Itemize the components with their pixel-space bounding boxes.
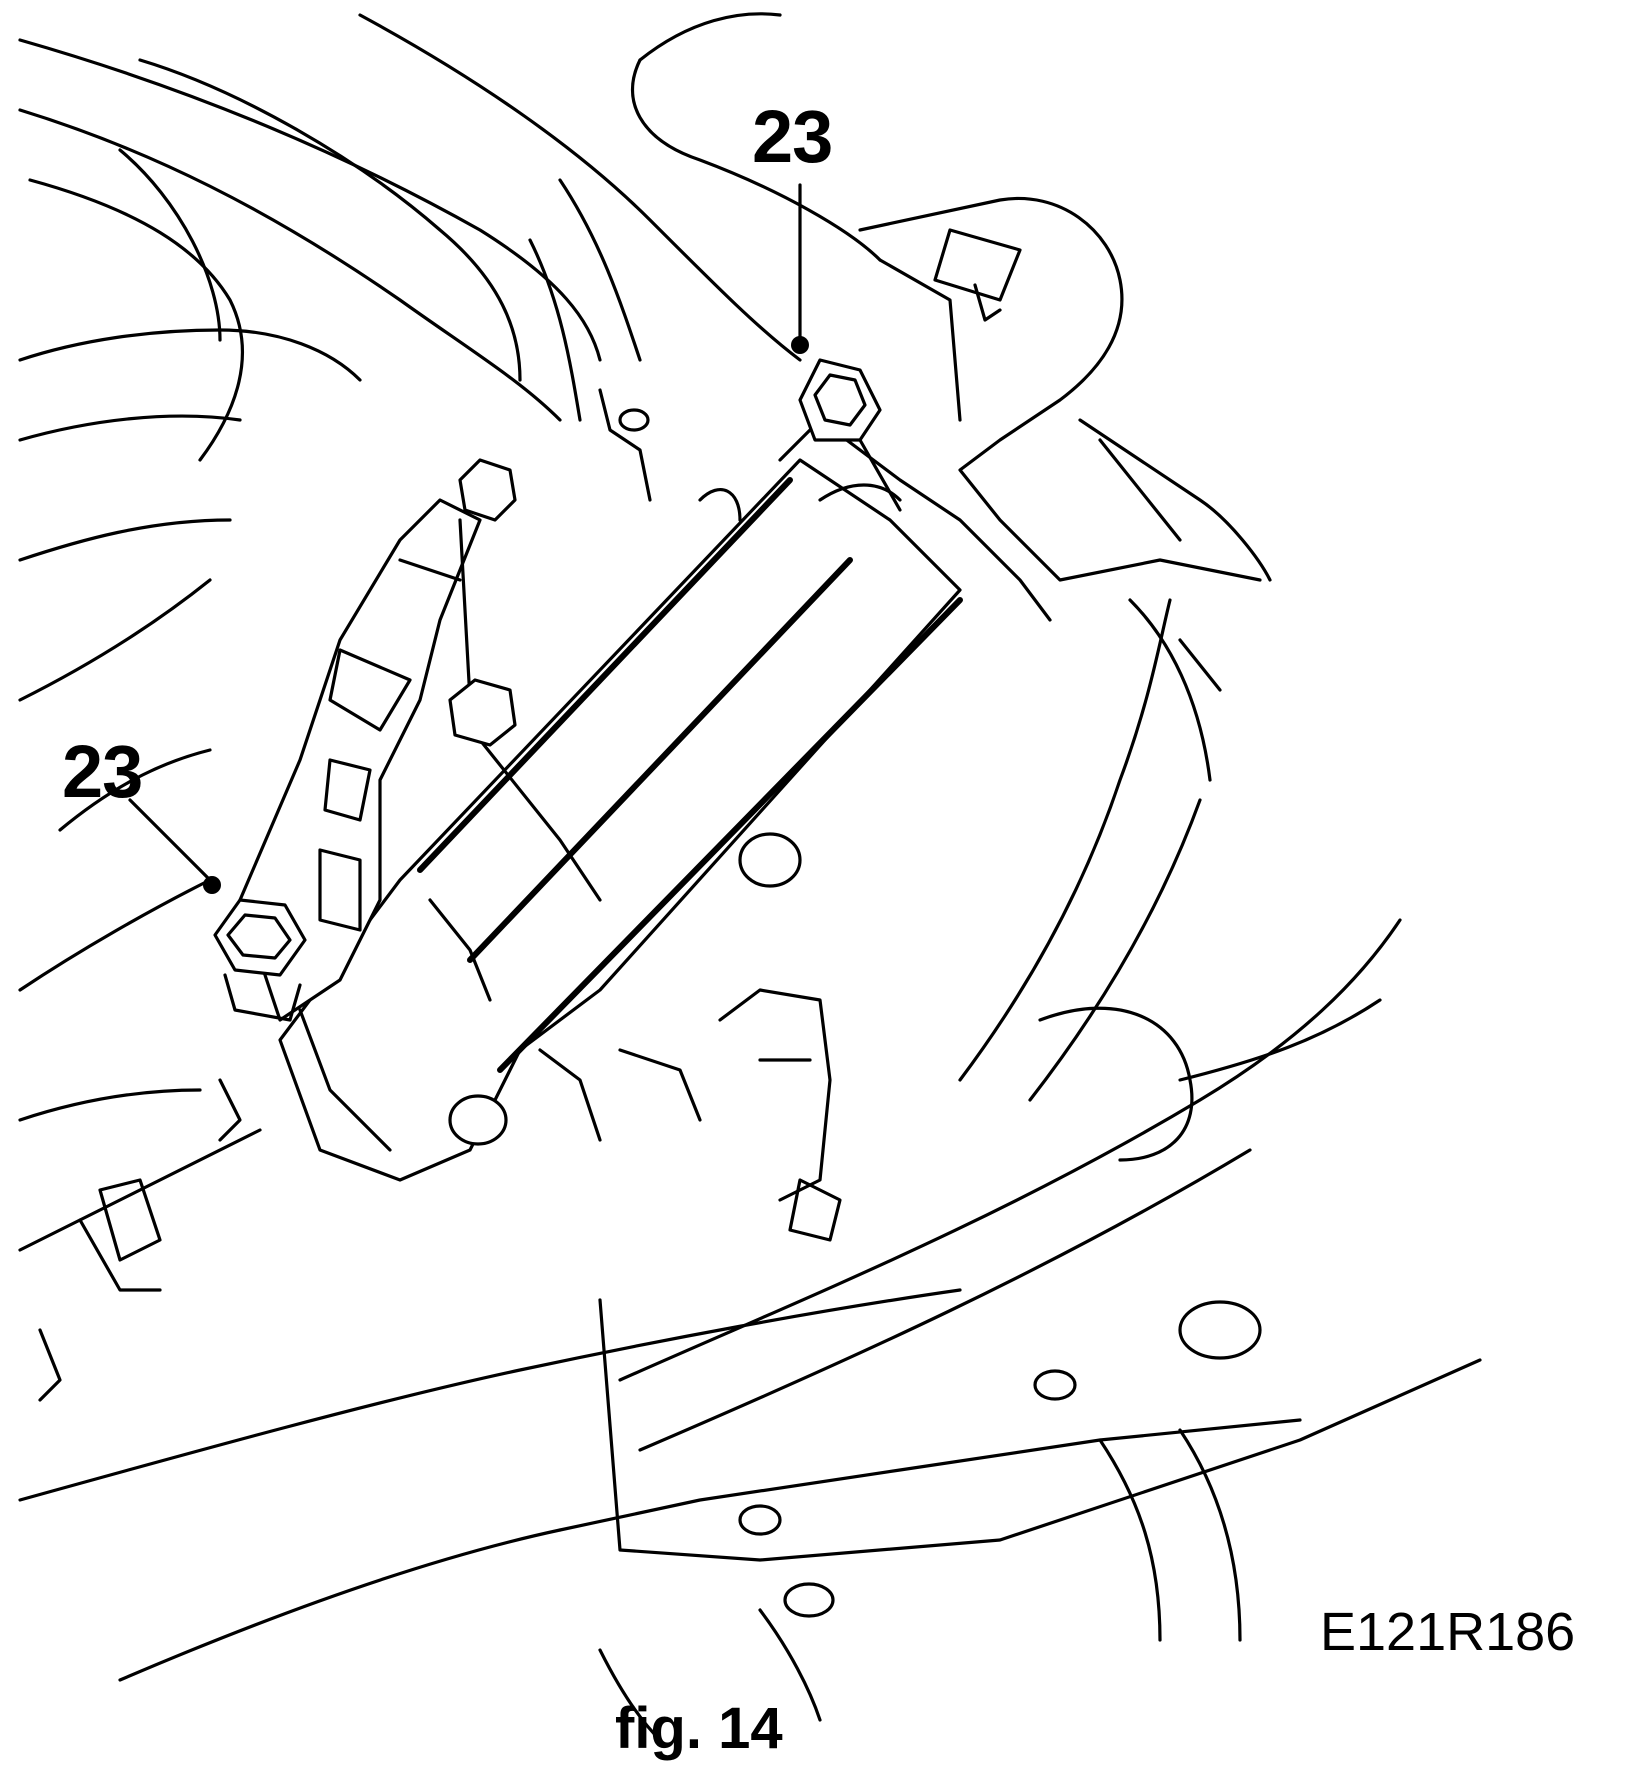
callout-leaders bbox=[128, 183, 809, 894]
lateral-link-bracket bbox=[238, 498, 602, 1022]
subframe-beam bbox=[278, 418, 963, 1182]
bolt-top-right bbox=[798, 358, 882, 442]
bolt-left bbox=[213, 898, 307, 1022]
bolt-upper-bracket bbox=[448, 458, 802, 1146]
crossmember-holes bbox=[738, 1300, 1262, 1618]
figure-caption: fig. 14 bbox=[615, 1696, 783, 1761]
drawing-code: E121R186 bbox=[1320, 1602, 1576, 1662]
body-panel-contours bbox=[18, 12, 882, 1252]
lower-crossmember bbox=[18, 598, 1482, 1742]
upper-bracket bbox=[818, 197, 1272, 782]
callout-label-top: 23 bbox=[752, 95, 833, 178]
lower-hardware bbox=[38, 388, 842, 1402]
callout-label-left: 23 bbox=[62, 730, 143, 813]
